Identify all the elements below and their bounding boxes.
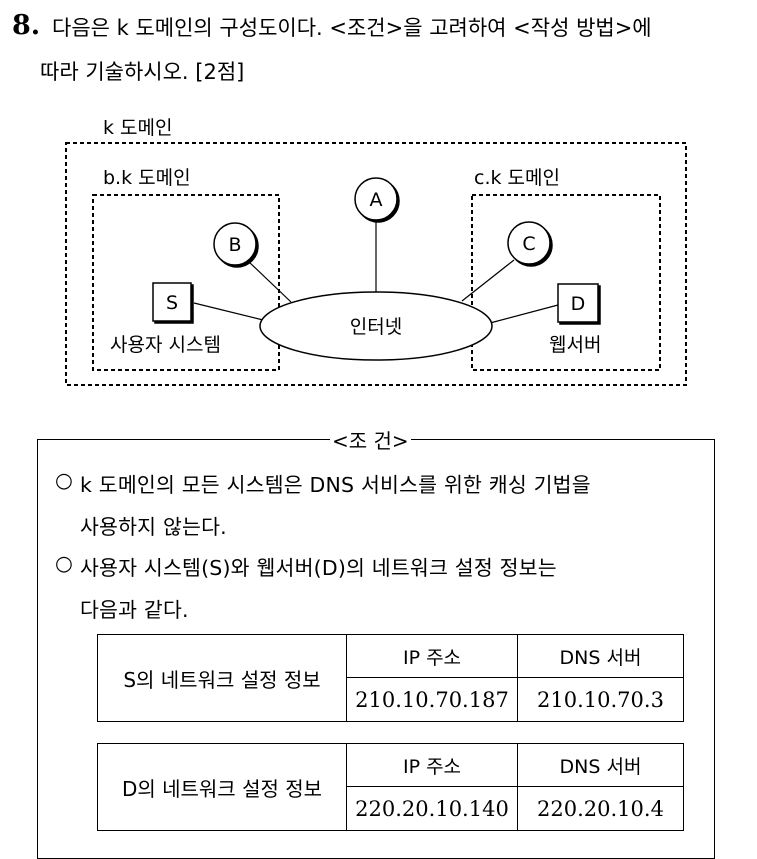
- question-number: 8.: [12, 10, 41, 41]
- d-table-dns-value: 220.20.10.4: [517, 786, 684, 831]
- web-server-label: 웹서버: [549, 334, 601, 356]
- bk-domain-label: b.k 도메인: [103, 167, 191, 189]
- condition-1-line2: 사용하지 않는다.: [80, 515, 227, 539]
- node-a-circle: [354, 177, 398, 221]
- user-system-label: 사용자 시스템: [110, 334, 221, 356]
- node-b-circle: [213, 222, 257, 266]
- node-s-label: S: [166, 292, 178, 314]
- d-table-ip-header: IP 주소: [346, 743, 518, 787]
- condition-1-line1: k 도메인의 모든 시스템은 DNS 서비스를 위한 캐싱 기법을: [80, 473, 591, 497]
- k-domain-box: [65, 142, 687, 386]
- internet-label: 인터넷: [350, 316, 402, 338]
- d-network-table: D의 네트워크 설정 정보 IP 주소 DNS 서버 220.20.10.140…: [97, 743, 684, 831]
- d-table-dns-header: DNS 서버: [517, 743, 684, 787]
- link-s: [193, 302, 264, 321]
- domain-diagram: k 도메인 b.k 도메인 c.k 도메인 인터넷 A B C S D 사용자 …: [65, 117, 687, 386]
- s-table-label: S의 네트워크 설정 정보: [97, 634, 347, 722]
- bk-domain-box: [92, 194, 280, 371]
- link-b: [247, 260, 292, 303]
- s-network-table: S의 네트워크 설정 정보 IP 주소 DNS 서버 210.10.70.187…: [97, 634, 684, 722]
- link-c: [461, 259, 515, 302]
- d-table-ip-value: 220.20.10.140: [346, 786, 518, 831]
- ck-domain-box: [471, 194, 661, 371]
- d-table-label: D의 네트워크 설정 정보: [97, 743, 347, 831]
- internet-ellipse: [259, 291, 493, 361]
- node-c-circle: [507, 221, 551, 265]
- conditions-title: <조 건>: [330, 425, 411, 454]
- k-domain-label: k 도메인: [103, 117, 172, 139]
- node-d-label: D: [571, 293, 586, 315]
- condition-2-line1: 사용자 시스템(S)와 웹서버(D)의 네트워크 설정 정보는: [80, 556, 557, 580]
- s-table-dns-value: 210.10.70.3: [517, 677, 684, 722]
- ck-domain-label: c.k 도메인: [474, 167, 560, 189]
- s-table-ip-header: IP 주소: [346, 634, 518, 678]
- node-d-box: [557, 283, 599, 323]
- question-text-line1: 다음은 k 도메인의 구성도이다. <조건>을 고려하여 <작성 방법>에: [52, 16, 652, 40]
- node-c-label: C: [522, 233, 535, 255]
- node-b-label: B: [228, 234, 241, 256]
- condition-2-line2: 다음과 같다.: [80, 598, 189, 622]
- s-table-ip-value: 210.10.70.187: [346, 677, 518, 722]
- node-a-label: A: [370, 189, 383, 211]
- link-d: [489, 304, 559, 324]
- bullet-2: ○: [55, 551, 74, 575]
- bullet-1: ○: [55, 468, 74, 492]
- node-s-box: [152, 282, 192, 322]
- s-table-dns-header: DNS 서버: [517, 634, 684, 678]
- question-text-line2: 따라 기술하시오. [2점]: [40, 60, 245, 84]
